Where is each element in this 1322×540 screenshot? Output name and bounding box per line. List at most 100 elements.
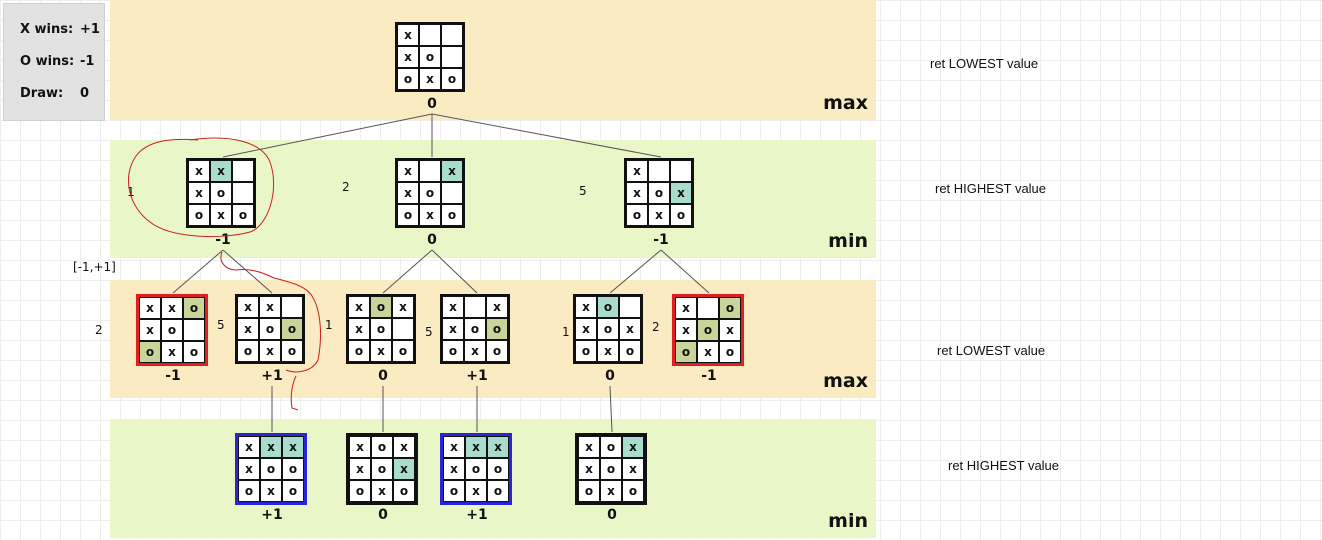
board-cell: x <box>393 436 415 458</box>
board-cell <box>697 297 719 319</box>
board-cell: o <box>161 319 183 341</box>
board-cell: x <box>260 436 282 458</box>
board-cell: o <box>486 340 508 362</box>
ret-label-level-4: ret HIGHEST value <box>948 458 1060 473</box>
board-cell: o <box>619 340 641 362</box>
board-cell: o <box>210 182 232 204</box>
level-label: min <box>828 230 868 252</box>
tree-edge <box>609 385 613 433</box>
node-score: 0 <box>607 507 617 523</box>
board-cell: x <box>619 318 641 340</box>
board-cell: x <box>161 341 183 363</box>
node-score: +1 <box>261 507 283 523</box>
board-cell: o <box>188 204 210 226</box>
board-cell: o <box>670 204 692 226</box>
board-cell: o <box>348 340 370 362</box>
board-cell: x <box>464 340 486 362</box>
board-cell: x <box>392 296 414 318</box>
board-cell: o <box>487 458 509 480</box>
board-cell: o <box>282 458 304 480</box>
board-cell: x <box>139 319 161 341</box>
level-label: max <box>823 92 868 114</box>
annotation-number: 5 <box>425 325 433 339</box>
board-cell: x <box>575 296 597 318</box>
board-cell: x <box>442 296 464 318</box>
board-cell: x <box>622 436 644 458</box>
board-cell: x <box>443 458 465 480</box>
board-cell: x <box>370 340 392 362</box>
board-cell <box>419 160 441 182</box>
board-cell: o <box>697 319 719 341</box>
board-cell: o <box>600 458 622 480</box>
annotation-number: 5 <box>217 318 225 332</box>
ret-label-level-1: ret LOWEST value <box>930 56 1039 71</box>
board-cell: x <box>349 436 371 458</box>
legend-value: +1 <box>80 22 100 37</box>
node-score: 0 <box>605 368 615 384</box>
annotation-number: 2 <box>652 320 660 334</box>
board-cell: x <box>282 436 304 458</box>
annotation-number: 1 <box>562 325 570 339</box>
node-score: -1 <box>215 232 231 248</box>
board-cell: x <box>486 296 508 318</box>
board-cell: x <box>419 204 441 226</box>
board-cell: x <box>238 458 260 480</box>
board-cell: x <box>348 296 370 318</box>
board-cell: x <box>648 204 670 226</box>
annotation-range: [-1,+1] <box>73 260 116 274</box>
board-cell: x <box>348 318 370 340</box>
board-cell: x <box>259 340 281 362</box>
ret-label-level-3: ret LOWEST value <box>937 343 1046 358</box>
board-cell: x <box>371 480 393 502</box>
board-cell: x <box>675 297 697 319</box>
legend-row-draw: Draw: 0 <box>20 86 89 101</box>
node-score: +1 <box>466 507 488 523</box>
board-cell: x <box>600 480 622 502</box>
node-score: +1 <box>261 368 283 384</box>
tree-edge <box>431 249 478 294</box>
node-score: +1 <box>466 368 488 384</box>
board-cell: o <box>393 480 415 502</box>
board-cell: o <box>578 480 600 502</box>
board-cell: o <box>349 480 371 502</box>
board-cell <box>281 296 303 318</box>
node-score: -1 <box>165 368 181 384</box>
tree-edge <box>382 249 433 294</box>
board-cell: o <box>371 436 393 458</box>
board-cell: o <box>675 341 697 363</box>
board-cell <box>441 24 463 46</box>
board-cell: o <box>442 340 464 362</box>
board-cell: x <box>161 297 183 319</box>
legend-label: X wins: <box>20 22 74 37</box>
board-cell: o <box>260 458 282 480</box>
board-cell: o <box>419 46 441 68</box>
board-cell: x <box>578 436 600 458</box>
board-cell: x <box>210 160 232 182</box>
board-cell: o <box>238 480 260 502</box>
board-cell <box>619 296 641 318</box>
board-cell: x <box>626 182 648 204</box>
board-cell: x <box>719 319 741 341</box>
board-cell: o <box>597 318 619 340</box>
board-cell: x <box>443 436 465 458</box>
board-cell: o <box>600 436 622 458</box>
tree-edge <box>222 249 273 294</box>
board-cell: x <box>397 24 419 46</box>
board-cell: o <box>719 341 741 363</box>
legend-row-o: O wins: -1 <box>20 54 94 69</box>
board-cell <box>232 182 254 204</box>
board-cell: x <box>349 458 371 480</box>
tree-edge <box>172 249 224 294</box>
board-cell: x <box>487 436 509 458</box>
board-cell: o <box>183 341 205 363</box>
node-score: -1 <box>653 232 669 248</box>
board-cell: x <box>597 340 619 362</box>
legend-label: Draw: <box>20 86 64 101</box>
legend-row-x: X wins: +1 <box>20 22 100 37</box>
board-cell: o <box>719 297 741 319</box>
board-cell: x <box>578 458 600 480</box>
board-cell: x <box>139 297 161 319</box>
